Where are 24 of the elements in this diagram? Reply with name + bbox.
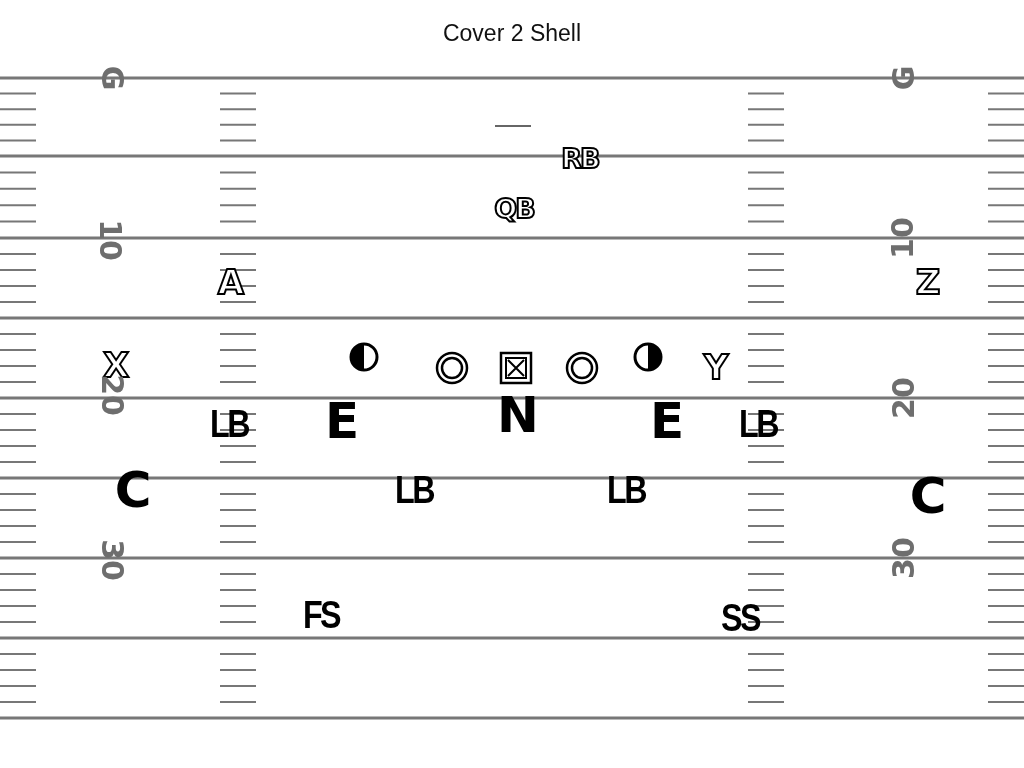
player-letter: Z [915,265,941,299]
diagram-title: Cover 2 Shell [441,20,583,47]
player-letter: FS [302,596,340,634]
player-letter: RB [561,144,599,172]
player-letter: SS [721,599,759,637]
player-letter: QB [494,194,534,222]
player-letter: C [909,471,947,521]
yard-number: 30 [97,539,127,581]
player-letter: E [649,396,685,446]
player-letter: C [114,465,152,515]
yard-number: G [97,65,127,91]
player-letter: LB [395,471,433,509]
player-letter: LB [210,405,248,443]
player-letter: LB [739,405,777,443]
yard-number: 30 [889,537,919,579]
yard-number: 20 [889,377,919,419]
player-letter: A [217,265,245,299]
yard-number: G [889,65,919,91]
player-letter: LB [607,471,645,509]
yard-number: 10 [888,217,918,259]
player-letter: N [497,390,539,440]
yard-number: 10 [95,219,125,261]
player-letter: Y [703,350,729,384]
player-letter: E [324,396,360,446]
